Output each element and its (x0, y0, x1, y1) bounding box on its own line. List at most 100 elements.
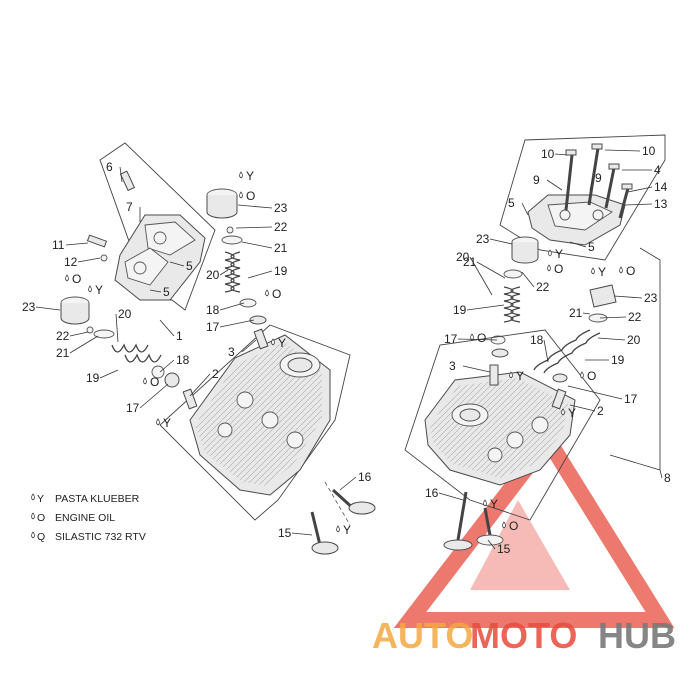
lubricant-symbol: Y (343, 523, 351, 537)
leader-line (569, 241, 587, 248)
lubricant-symbol: O (477, 331, 486, 345)
callout-number: 17 (126, 401, 140, 415)
drop-icon (88, 285, 92, 293)
callout-number: 23 (476, 232, 490, 246)
drop-icon (156, 418, 160, 426)
drop-icon (591, 267, 595, 275)
callout-number: 21 (274, 241, 288, 255)
left-tappet-23-upper (206, 188, 238, 219)
right-tappet-23-lower (589, 284, 617, 308)
drop-icon (143, 377, 147, 385)
leader-line (546, 179, 563, 191)
callout-number: 4 (654, 163, 661, 177)
left-guide-3 (253, 328, 269, 350)
callout-number: 19 (453, 303, 467, 317)
right-rocker-support (527, 194, 626, 246)
callout-number: 5 (186, 259, 193, 273)
watermark-text: AUTO MOTO HUB (372, 615, 676, 656)
lubricant-symbol: Y (246, 169, 254, 183)
drop-icon (470, 333, 474, 341)
leader-8 (639, 247, 661, 470)
drop-icon (547, 264, 551, 272)
leader-line (159, 359, 175, 373)
leader-line (237, 204, 273, 209)
leader-line (139, 383, 169, 409)
callout-number: 23 (22, 300, 36, 314)
leader-line (567, 385, 623, 400)
leader-line (159, 319, 175, 337)
leader-line (291, 532, 313, 536)
callout-number: 5 (508, 196, 515, 210)
drop-icon (580, 371, 584, 379)
leader-line (115, 313, 119, 343)
callout-number: 20 (456, 250, 470, 264)
watermark-word-3: HUB (598, 615, 676, 656)
drop-icon (239, 171, 243, 179)
leader-line (69, 331, 89, 337)
legend-text: ENGINE OIL (55, 512, 115, 524)
right-guide-3 (489, 364, 499, 386)
callout-number: 8 (664, 471, 671, 485)
drop-icon (271, 338, 275, 346)
callout-number: 13 (654, 197, 668, 211)
left-bolt-11 (86, 234, 108, 262)
legend-row-silastic: Q SILASTIC 732 RTV (31, 531, 146, 543)
leader-line (469, 256, 493, 296)
leader-line (466, 304, 505, 311)
drop-icon (265, 289, 269, 297)
leader-line (149, 289, 162, 293)
callout-number: 22 (56, 329, 70, 343)
callout-number: 5 (588, 240, 595, 254)
drop-icon (561, 408, 565, 416)
watermark-triangle-inner (470, 500, 570, 590)
lubricant-symbol: Y (568, 406, 576, 420)
legend-row-klueber: Y PASTA KLUEBER (31, 493, 140, 505)
leader-line (219, 302, 245, 311)
leader-line (35, 306, 61, 311)
watermark-triangle-outer (393, 425, 675, 628)
left-valve-16 (331, 488, 376, 515)
right-guide-2 (551, 388, 567, 410)
lubricant-symbol: Y (163, 416, 171, 430)
legend-symbol: Q (37, 531, 45, 543)
right-valve-16 (443, 491, 473, 551)
right-studs (564, 143, 633, 219)
callout-number: 6 (106, 160, 113, 174)
lubricant-symbol: Y (555, 247, 563, 261)
leader-line (235, 226, 273, 229)
legend-symbol: O (37, 512, 45, 524)
lubricant-symbol: Y (278, 336, 286, 350)
callout-number: 11 (52, 238, 65, 252)
leader-line (77, 257, 101, 263)
legend-row-engine-oil: O ENGINE OIL (31, 512, 115, 524)
leader-line (604, 149, 641, 152)
leader-line (241, 339, 257, 353)
leader-line (189, 373, 211, 397)
lubricant-symbol: Y (516, 369, 524, 383)
callout-number: 9 (533, 173, 540, 187)
callout-number: 10 (642, 144, 656, 158)
legend-text: PASTA KLUEBER (55, 493, 140, 505)
leader-line (659, 469, 663, 479)
callout-number: 17 (206, 320, 220, 334)
leader-line (597, 337, 626, 341)
watermark-word-2: MOTO (470, 615, 577, 656)
lubricant-symbol: O (72, 272, 81, 286)
leader-line (569, 404, 596, 412)
callout-number: 21 (56, 346, 70, 360)
callout-number: 18 (530, 333, 544, 347)
leader-line (521, 202, 529, 216)
callout-number: 3 (449, 359, 456, 373)
right-valve-train-left (490, 269, 523, 358)
callout-number: 23 (274, 201, 288, 215)
callout-number: 18 (176, 353, 190, 367)
leader-line (589, 177, 594, 191)
callout-number: 10 (541, 147, 555, 161)
leader-line (554, 153, 569, 156)
lubricant-symbol: O (554, 262, 563, 276)
drop-icon (502, 521, 506, 529)
lubricant-symbol: O (272, 287, 281, 301)
callout-leaders (35, 149, 663, 550)
